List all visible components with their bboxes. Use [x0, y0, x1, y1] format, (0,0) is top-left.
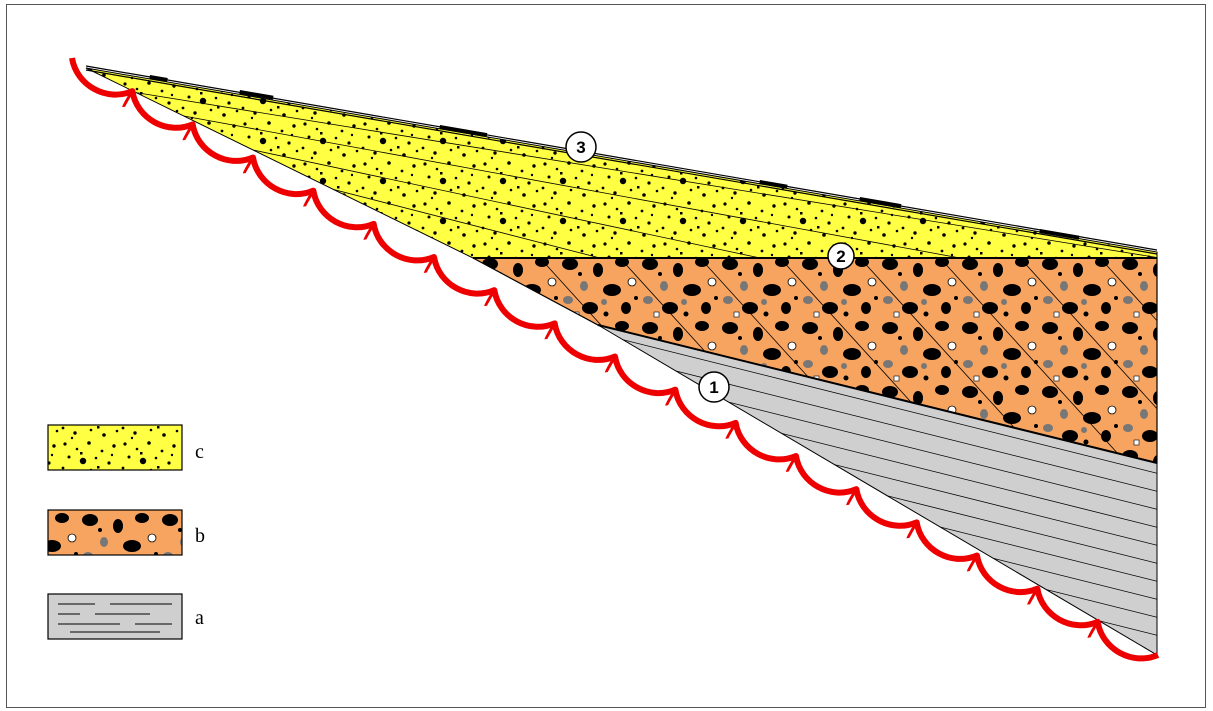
- legend-swatch-b: [48, 510, 182, 555]
- marker-2: 2: [828, 243, 854, 269]
- marker-3: 3: [566, 132, 596, 162]
- legend-item-b: b: [48, 510, 205, 555]
- legend-item-a: a: [48, 594, 204, 639]
- marker-3-label: 3: [576, 138, 585, 157]
- legend-item-c: c: [48, 425, 204, 470]
- marker-2-label: 2: [836, 247, 845, 266]
- legend-swatch-c: [48, 425, 182, 470]
- marker-1-label: 1: [709, 378, 718, 397]
- legend-label-b: b: [195, 525, 205, 547]
- marker-1: 1: [699, 372, 729, 402]
- layer-c-bedding: [120, 90, 1160, 258]
- legend-label-c: c: [195, 441, 204, 463]
- layer-c-body: [86, 68, 1157, 258]
- legend-label-a: a: [195, 607, 204, 629]
- legend: c b a: [48, 425, 205, 639]
